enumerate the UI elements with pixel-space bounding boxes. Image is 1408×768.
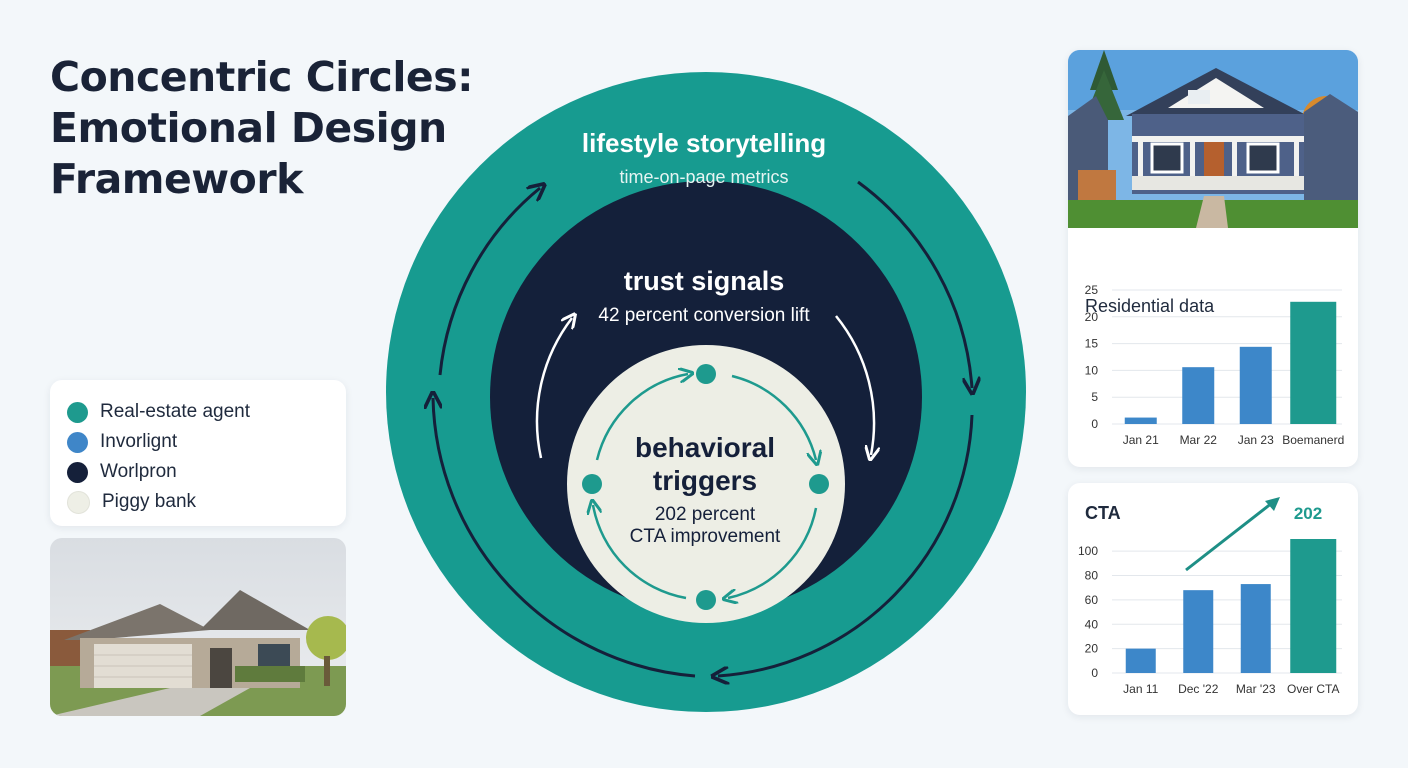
trend-arrow — [1185, 501, 1273, 572]
x-tick-label: Mar '23 — [1236, 682, 1276, 696]
inner-ring-subtitle-line-1: 202 percent — [655, 504, 756, 525]
inner-ring-title-line-2: triggers — [653, 465, 757, 496]
bar — [1240, 584, 1271, 673]
middle-ring — [490, 181, 922, 613]
y-tick-label: 60 — [1085, 593, 1099, 607]
x-tick-label: Dec '22 — [1178, 682, 1219, 696]
house-photo-icon — [50, 538, 346, 716]
cycle-arrow — [731, 374, 816, 460]
outer-ring-subtitle: time-on-page metrics — [619, 167, 788, 187]
cycle-arrow — [595, 374, 688, 461]
cycle-arrow — [433, 398, 696, 678]
cycle-arrow — [835, 315, 874, 455]
y-tick-label: 10 — [1085, 363, 1099, 377]
title-line-2: Emotional Design — [50, 104, 447, 152]
legend-label: Invorlignt — [100, 431, 178, 452]
x-tick-label: Jan 21 — [1123, 433, 1159, 447]
bar — [1182, 367, 1215, 424]
cycle-node — [696, 364, 716, 384]
y-tick-label: 5 — [1091, 390, 1098, 404]
title-line-3: Framework — [50, 155, 303, 203]
legend-swatch — [67, 431, 88, 453]
bar — [1290, 301, 1337, 424]
bar — [1239, 346, 1272, 424]
title-line-1: Concentric Circles: — [50, 53, 474, 101]
inner-ring-title-line-1: behavioral — [635, 432, 775, 463]
x-tick-label: Jan 11 — [1123, 682, 1158, 696]
y-tick-label: 15 — [1085, 337, 1099, 351]
cycle-arrow — [593, 505, 687, 600]
residential-chart-title: Residential data — [1085, 296, 1215, 316]
house-photo-left — [50, 538, 346, 716]
cycle-arrow — [728, 507, 818, 598]
x-tick-label: Over CTA — [1287, 682, 1339, 696]
legend-label: Piggy bank — [102, 491, 197, 512]
legend-item: Invorlignt — [67, 427, 346, 457]
bar — [1183, 590, 1214, 673]
outer-ring-title: lifestyle storytelling — [582, 128, 826, 158]
x-tick-label: Mar 22 — [1180, 433, 1218, 447]
x-tick-label: Jan 23 — [1238, 433, 1274, 447]
house-photo-right — [1068, 50, 1358, 228]
cycle-arrow — [535, 318, 572, 459]
y-tick-label: 0 — [1091, 417, 1098, 431]
legend: Real-estate agent Invorlignt Worlpron Pi… — [50, 380, 346, 526]
cycle-node — [696, 590, 716, 610]
cta-annotation: 202 — [1294, 504, 1322, 523]
legend-item: Worlpron — [67, 457, 346, 487]
inner-ring — [567, 345, 845, 623]
bar — [1124, 417, 1157, 424]
y-tick-label: 20 — [1085, 642, 1099, 656]
legend-item: Piggy bank — [67, 487, 346, 517]
outer-ring — [386, 72, 1026, 712]
y-tick-label: 20 — [1085, 310, 1099, 324]
middle-ring-subtitle: 42 percent conversion lift — [598, 305, 810, 326]
cycle-arrow — [438, 188, 540, 376]
page-title: Concentric Circles: Emotional Design Fra… — [50, 52, 474, 205]
middle-ring-title: trust signals — [624, 266, 785, 296]
house-photo-icon — [1068, 50, 1358, 228]
legend-label: Worlpron — [100, 461, 177, 482]
cycle-node — [582, 474, 602, 494]
x-tick-label: Boemanerd — [1282, 433, 1344, 447]
legend-label: Real-estate agent — [100, 401, 250, 422]
y-tick-label: 80 — [1085, 569, 1099, 583]
bar — [1290, 539, 1337, 673]
legend-swatch — [67, 461, 88, 483]
cycle-node — [809, 474, 829, 494]
inner-ring-subtitle-line-2: CTA improvement — [630, 526, 781, 547]
cta-chart-title: CTA — [1085, 503, 1121, 523]
legend-swatch — [67, 490, 90, 514]
trend-arrow-head — [1265, 497, 1280, 511]
bar — [1125, 648, 1156, 673]
y-tick-label: 0 — [1091, 666, 1098, 680]
cycle-arrow — [718, 414, 974, 676]
y-tick-label: 100 — [1078, 544, 1098, 558]
cycle-arrow — [857, 180, 972, 388]
y-tick-label: 40 — [1085, 617, 1099, 631]
legend-swatch — [67, 401, 88, 423]
legend-item: Real-estate agent — [67, 397, 346, 427]
y-tick-label: 25 — [1085, 283, 1099, 297]
